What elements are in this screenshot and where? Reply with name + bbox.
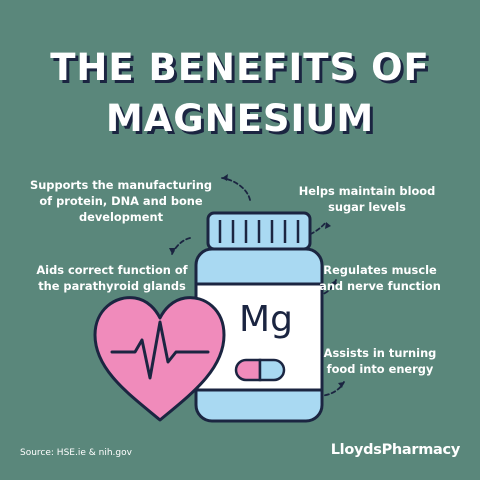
- brand-logo[interactable]: LloydsPharmacy: [330, 442, 461, 458]
- capsule-icon: [234, 358, 286, 382]
- title-line-1: THE BENEFITS OF: [50, 46, 430, 89]
- benefit-muscle-nerve: Regulates muscle and nerve function: [319, 263, 441, 293]
- benefit-blood-sugar: Helps maintain blood sugar levels: [298, 184, 436, 214]
- benefit-protein-dna-bone: Supports the manufacturing of protein, D…: [29, 178, 212, 224]
- title-line-2: MAGNESIUM: [105, 97, 375, 140]
- dashed-arrow-icon: [221, 177, 251, 201]
- benefit-energy: Assists in turning food into energy: [323, 346, 437, 376]
- benefit-parathyroid: Aids correct function of the parathyroid…: [36, 263, 188, 293]
- medicine-bottle-icon: [194, 211, 324, 423]
- bottle-label: Mg: [239, 299, 293, 340]
- dashed-arrow-icon: [171, 237, 191, 255]
- source-note: Source: HSE.ie & nih.gov: [20, 448, 132, 458]
- heart-icon: [93, 296, 226, 422]
